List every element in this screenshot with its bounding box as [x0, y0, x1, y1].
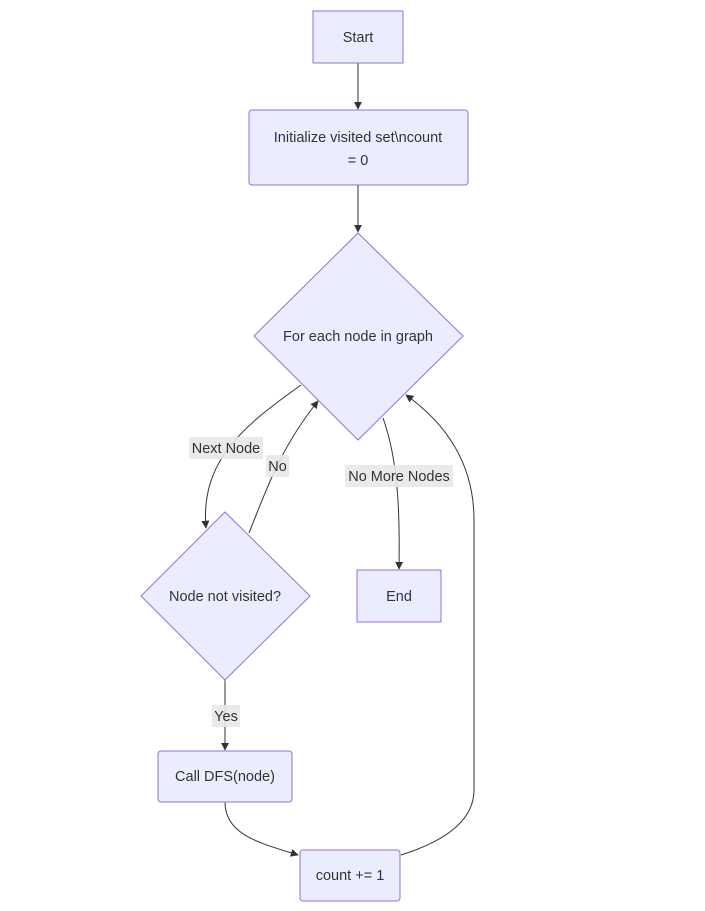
node-check-label: Node not visited?	[169, 589, 281, 605]
node-init-label-line1: Initialize visited set\ncount	[274, 130, 442, 146]
edge-label-no-more-nodes: No More Nodes	[345, 465, 453, 487]
node-dfs-label: Call DFS(node)	[175, 769, 275, 785]
edge-label-no: No	[266, 455, 289, 477]
edge-label-no-more-nodes-text: No More Nodes	[348, 469, 450, 485]
node-end-label: End	[386, 589, 412, 605]
node-init: Initialize visited set\ncount = 0	[248, 109, 469, 186]
node-end: End	[356, 569, 442, 623]
node-start-label: Start	[343, 30, 374, 46]
node-check-decision: Node not visited?	[140, 511, 311, 681]
edge-label-yes-text: Yes	[214, 709, 238, 725]
node-dfs: Call DFS(node)	[157, 750, 293, 803]
edge-label-yes: Yes	[212, 705, 240, 727]
node-start: Start	[312, 10, 404, 64]
node-init-label-line2: = 0	[348, 153, 369, 169]
node-loop-label: For each node in graph	[283, 329, 433, 345]
node-loop-decision: For each node in graph	[253, 232, 464, 441]
edge-label-next-node: Next Node	[189, 437, 263, 459]
edge-label-no-text: No	[268, 459, 287, 475]
edge-loop-to-end	[382, 417, 404, 570]
node-count: count += 1	[299, 849, 401, 902]
edge-dfs-to-count	[224, 801, 299, 857]
edge-label-next-node-text: Next Node	[192, 441, 261, 457]
edge-count-to-loop	[400, 394, 475, 856]
node-count-label: count += 1	[316, 868, 385, 884]
